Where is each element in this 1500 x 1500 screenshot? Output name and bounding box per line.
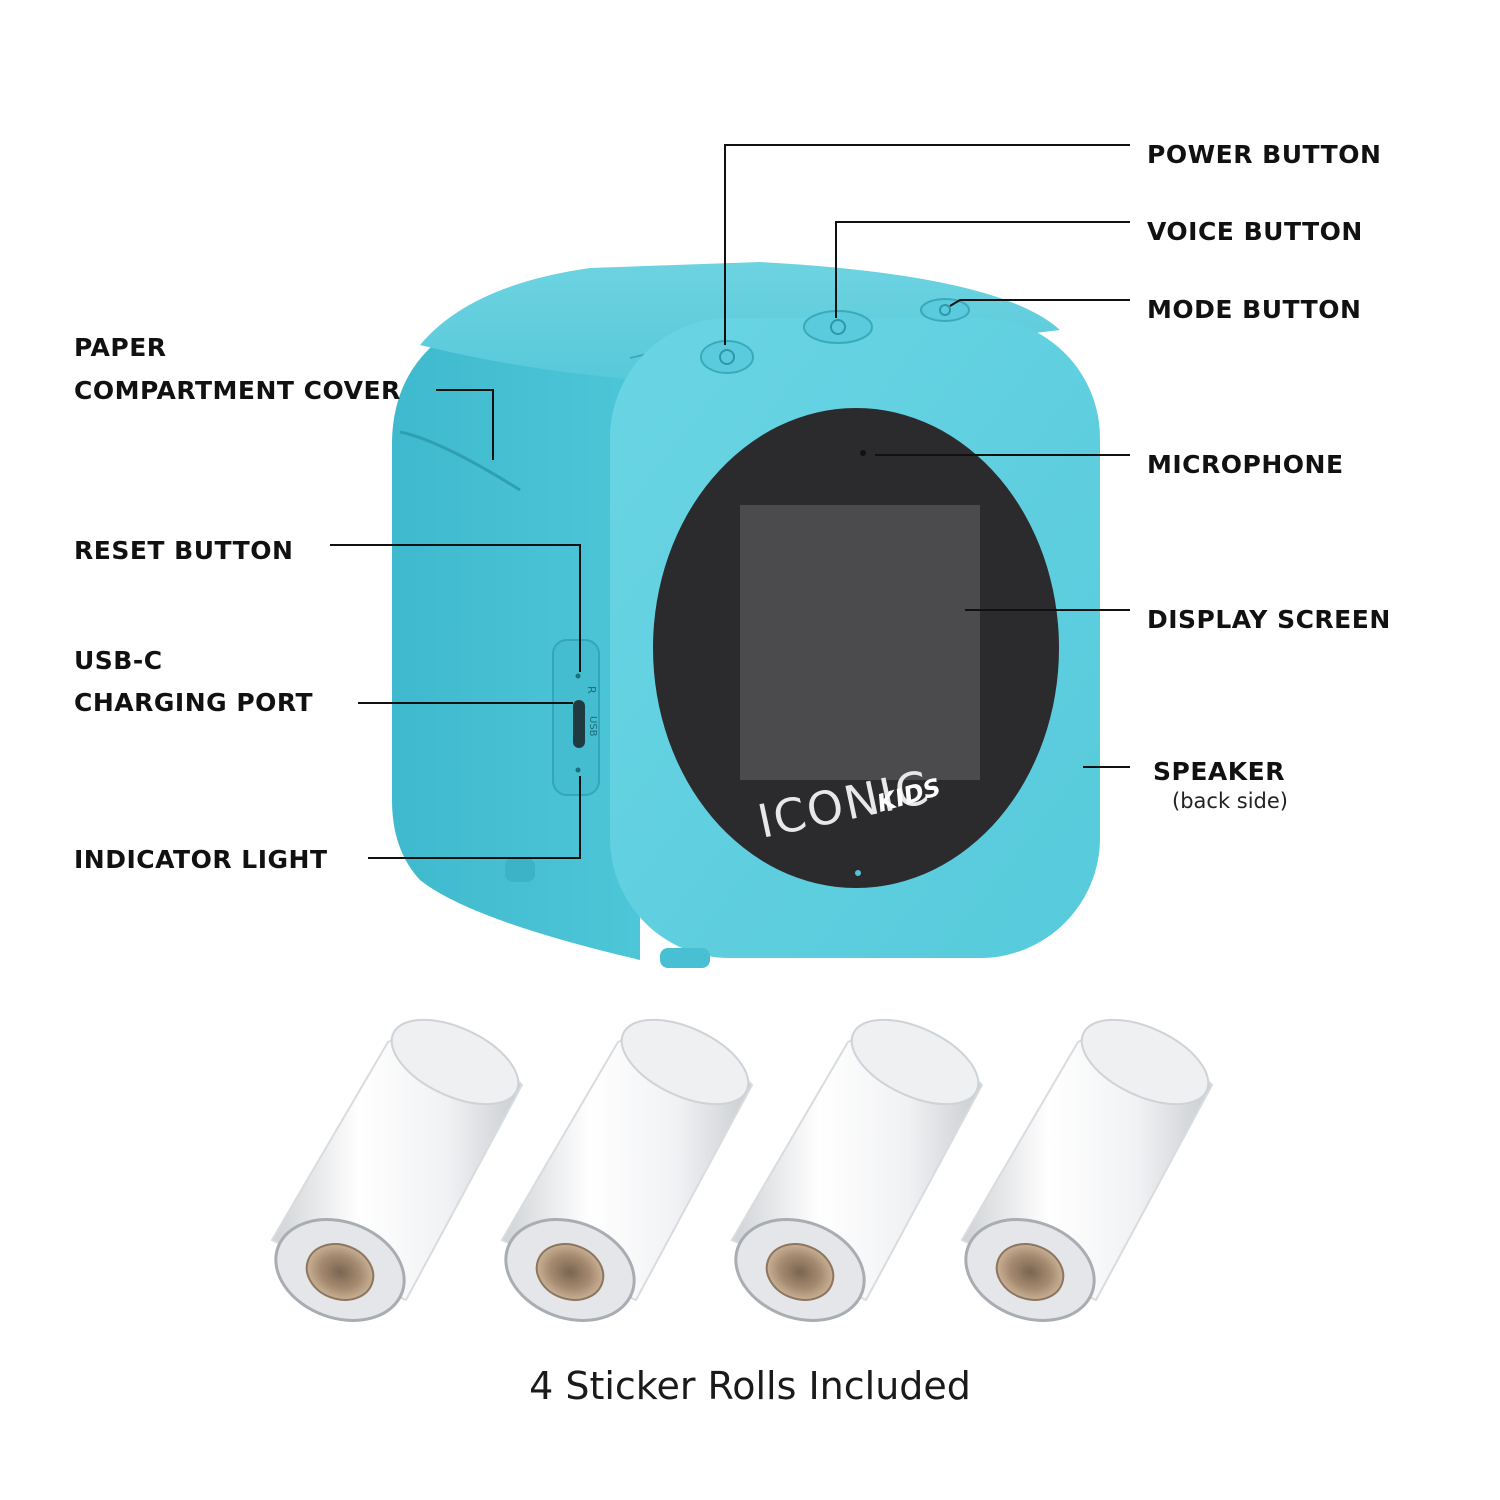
paper-leader: [436, 389, 494, 460]
label-paper-line1: PAPER: [74, 333, 167, 362]
side-label-usb: USB: [587, 716, 598, 737]
label-reset-button: RESET BUTTON: [74, 536, 294, 565]
label-display-screen: DISPLAY SCREEN: [1147, 605, 1391, 634]
sticker-roll: [500, 1018, 754, 1322]
label-usbc-line2: CHARGING PORT: [74, 688, 314, 717]
label-speaker-note: (back side): [1172, 789, 1288, 813]
voice-button: [803, 310, 873, 344]
foot-left: [660, 948, 710, 968]
leader-lines: [330, 144, 1130, 859]
sticker-roll: [730, 1018, 984, 1322]
microphone-hole: [860, 450, 866, 456]
label-microphone: MICROPHONE: [1147, 450, 1344, 479]
mode-button: [920, 298, 970, 322]
sticker-roll: [270, 1018, 524, 1322]
label-usbc-line1: USB-C: [74, 646, 163, 675]
sticker-roll: [960, 1018, 1214, 1322]
reset-pinhole: [575, 673, 581, 679]
paper-compartment-cover: [399, 430, 521, 492]
caption: 4 Sticker Rolls Included: [529, 1364, 971, 1408]
bottom-hole: [855, 870, 861, 876]
printer-body: R USB ICONIC KIDS: [392, 262, 1100, 968]
foot-right: [505, 858, 535, 882]
label-indicator-light: INDICATOR LIGHT: [74, 845, 328, 874]
label-speaker: SPEAKER: [1153, 757, 1285, 786]
side-label-reset: R: [585, 686, 598, 694]
display-screen: [740, 505, 980, 780]
label-voice-button: VOICE BUTTON: [1147, 217, 1363, 246]
label-mode-button: MODE BUTTON: [1147, 295, 1362, 324]
label-power-button: POWER BUTTON: [1147, 140, 1382, 169]
voice-leader: [835, 221, 1130, 318]
label-paper-line2: COMPARTMENT COVER: [74, 376, 401, 405]
side-port-panel: R USB: [552, 639, 600, 796]
usbc-port: [573, 700, 585, 748]
power-button: [700, 340, 754, 374]
indicator-leader: [368, 776, 581, 859]
sticker-rolls: [270, 1018, 1214, 1322]
indicator-light: [575, 767, 581, 773]
power-leader: [724, 144, 1130, 345]
reset-leader: [330, 544, 581, 672]
mode-leader: [949, 299, 1130, 307]
